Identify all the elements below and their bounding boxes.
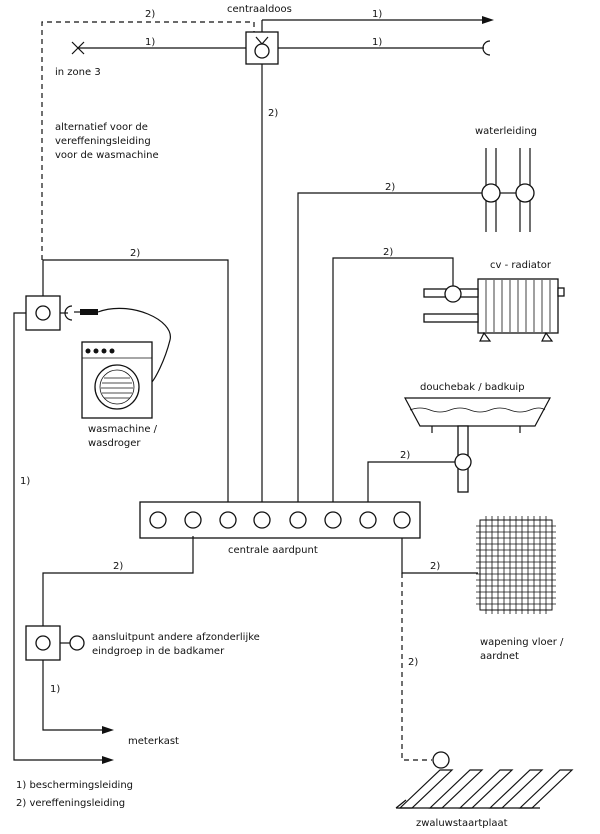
marker-2-zwaluw: 2) xyxy=(408,657,418,668)
douchebak xyxy=(403,397,552,493)
wasmachine-door xyxy=(94,364,140,410)
wapening-grid xyxy=(476,516,556,614)
label-wapening-1: wapening vloer / xyxy=(480,637,564,648)
centraaldoos-terminal xyxy=(254,43,270,59)
radiator-foot xyxy=(479,331,492,342)
drain-clamp xyxy=(454,453,472,471)
waterleiding-pipes xyxy=(481,148,535,232)
radiator-pipe-bottom xyxy=(423,313,479,323)
label-alternatief-3: voor de wasmachine xyxy=(55,150,159,161)
aardpunt-terminal xyxy=(253,511,271,529)
zone3-x-mark xyxy=(71,41,85,55)
centrale-aardpunt xyxy=(139,501,421,539)
wasmachine-plug xyxy=(80,309,98,315)
wasmachine-cable xyxy=(97,307,171,385)
label-centraaldoos: centraaldoos xyxy=(227,4,292,15)
wasmachine-box xyxy=(25,295,171,385)
zwaluwstaartplaat xyxy=(395,751,574,809)
label-waterleiding: waterleiding xyxy=(475,126,537,137)
centraaldoos-group xyxy=(245,31,279,65)
line-to-waterleiding xyxy=(297,192,482,510)
zwaluw-rib xyxy=(398,769,454,809)
label-cv-radiator: cv - radiator xyxy=(490,260,552,271)
line-to-douchebak xyxy=(367,461,455,510)
socket-symbol xyxy=(482,40,491,56)
legend-item-2: 2) vereffeningsleiding xyxy=(16,798,125,809)
aardpunt-terminal xyxy=(149,511,167,529)
radiator-clamp xyxy=(444,285,462,303)
marker-2-douche: 2) xyxy=(400,450,410,461)
radiator-foot xyxy=(541,331,554,342)
label-centrale-aardpunt: centrale aardpunt xyxy=(228,545,318,556)
dashed-alternative-line xyxy=(41,21,255,260)
meterkast-arrow-low xyxy=(102,756,114,764)
marker-2-wasmachine: 2) xyxy=(130,248,140,259)
zwaluw-rib xyxy=(428,769,484,809)
marker-1-aansluitpunt: 1) xyxy=(50,684,60,695)
label-douchebak: douchebak / badkuip xyxy=(420,382,525,393)
tub-body xyxy=(403,397,552,427)
label-wapening-2: aardnet xyxy=(480,651,519,662)
aardpunt-terminal xyxy=(219,511,237,529)
centraaldoos-inner-line xyxy=(261,36,269,45)
line-aardpunt-to-aansluitpunt xyxy=(42,536,194,626)
marker-2-radiator: 2) xyxy=(383,247,393,258)
line-aansluitpunt-to-meterkast xyxy=(42,660,110,731)
label-aansluitpunt-1: aansluitpunt andere afzonderlijke xyxy=(92,632,260,643)
label-meterkast: meterkast xyxy=(128,736,179,747)
aardpunt-terminal xyxy=(184,511,202,529)
zwaluw-rib xyxy=(458,769,514,809)
label-aansluitpunt-2: eindgroep in de badkamer xyxy=(92,646,225,657)
line-wasmachine-to-meterkast xyxy=(13,312,110,761)
aardpunt-bar xyxy=(139,501,421,539)
wasmachine-terminal xyxy=(35,305,51,321)
aardpunt-terminal xyxy=(289,511,307,529)
aansluitpunt-box xyxy=(25,625,85,661)
wasmachine-appliance xyxy=(81,341,153,419)
marker-2-top: 2) xyxy=(145,9,155,20)
marker-2-vertical: 2) xyxy=(268,108,278,119)
aardpunt-terminal xyxy=(359,511,377,529)
water-clamp-right xyxy=(515,183,535,203)
top-arrow-head xyxy=(482,16,494,24)
aardpunt-terminal xyxy=(393,511,411,529)
marker-2-aansluitpunt: 2) xyxy=(113,561,123,572)
label-wasmachine-1: wasmachine / xyxy=(88,424,158,435)
aansluitpunt-terminal xyxy=(35,635,51,651)
centraaldoos-inner-line xyxy=(255,36,263,45)
label-alternatief-1: alternatief voor de xyxy=(55,122,148,133)
radiator-valve xyxy=(557,287,565,297)
dashed-to-zwaluw xyxy=(401,573,432,761)
marker-1-top-right: 1) xyxy=(372,9,382,20)
cv-radiator xyxy=(423,278,565,342)
line-wasmachine-to-aardpunt xyxy=(42,259,229,510)
zwaluw-clamp xyxy=(432,751,450,769)
marker-1-left: 1) xyxy=(145,37,155,48)
label-alternatief-2: vereffeningsleiding xyxy=(55,136,151,147)
water-clamp-left xyxy=(481,183,501,203)
label-zwaluwstaartplaat: zwaluwstaartplaat xyxy=(416,818,508,829)
label-in-zone-3: in zone 3 xyxy=(55,67,101,78)
marker-1-right: 1) xyxy=(372,37,382,48)
line-to-radiator xyxy=(332,257,454,510)
marker-2-wapening: 2) xyxy=(430,561,440,572)
tub-water xyxy=(409,407,546,413)
zwaluw-rib xyxy=(518,769,574,809)
marker-2-water: 2) xyxy=(385,182,395,193)
aardpunt-terminal xyxy=(324,511,342,529)
legend-item-1: 1) beschermingsleiding xyxy=(16,780,133,791)
label-wasmachine-2: wasdroger xyxy=(88,438,141,449)
aansluitpunt-outer-terminal xyxy=(69,635,85,651)
marker-1-left-vertical: 1) xyxy=(20,476,30,487)
meterkast-arrow-high xyxy=(102,726,114,734)
zwaluw-rib xyxy=(488,769,544,809)
zwaluw-edge xyxy=(395,799,407,809)
